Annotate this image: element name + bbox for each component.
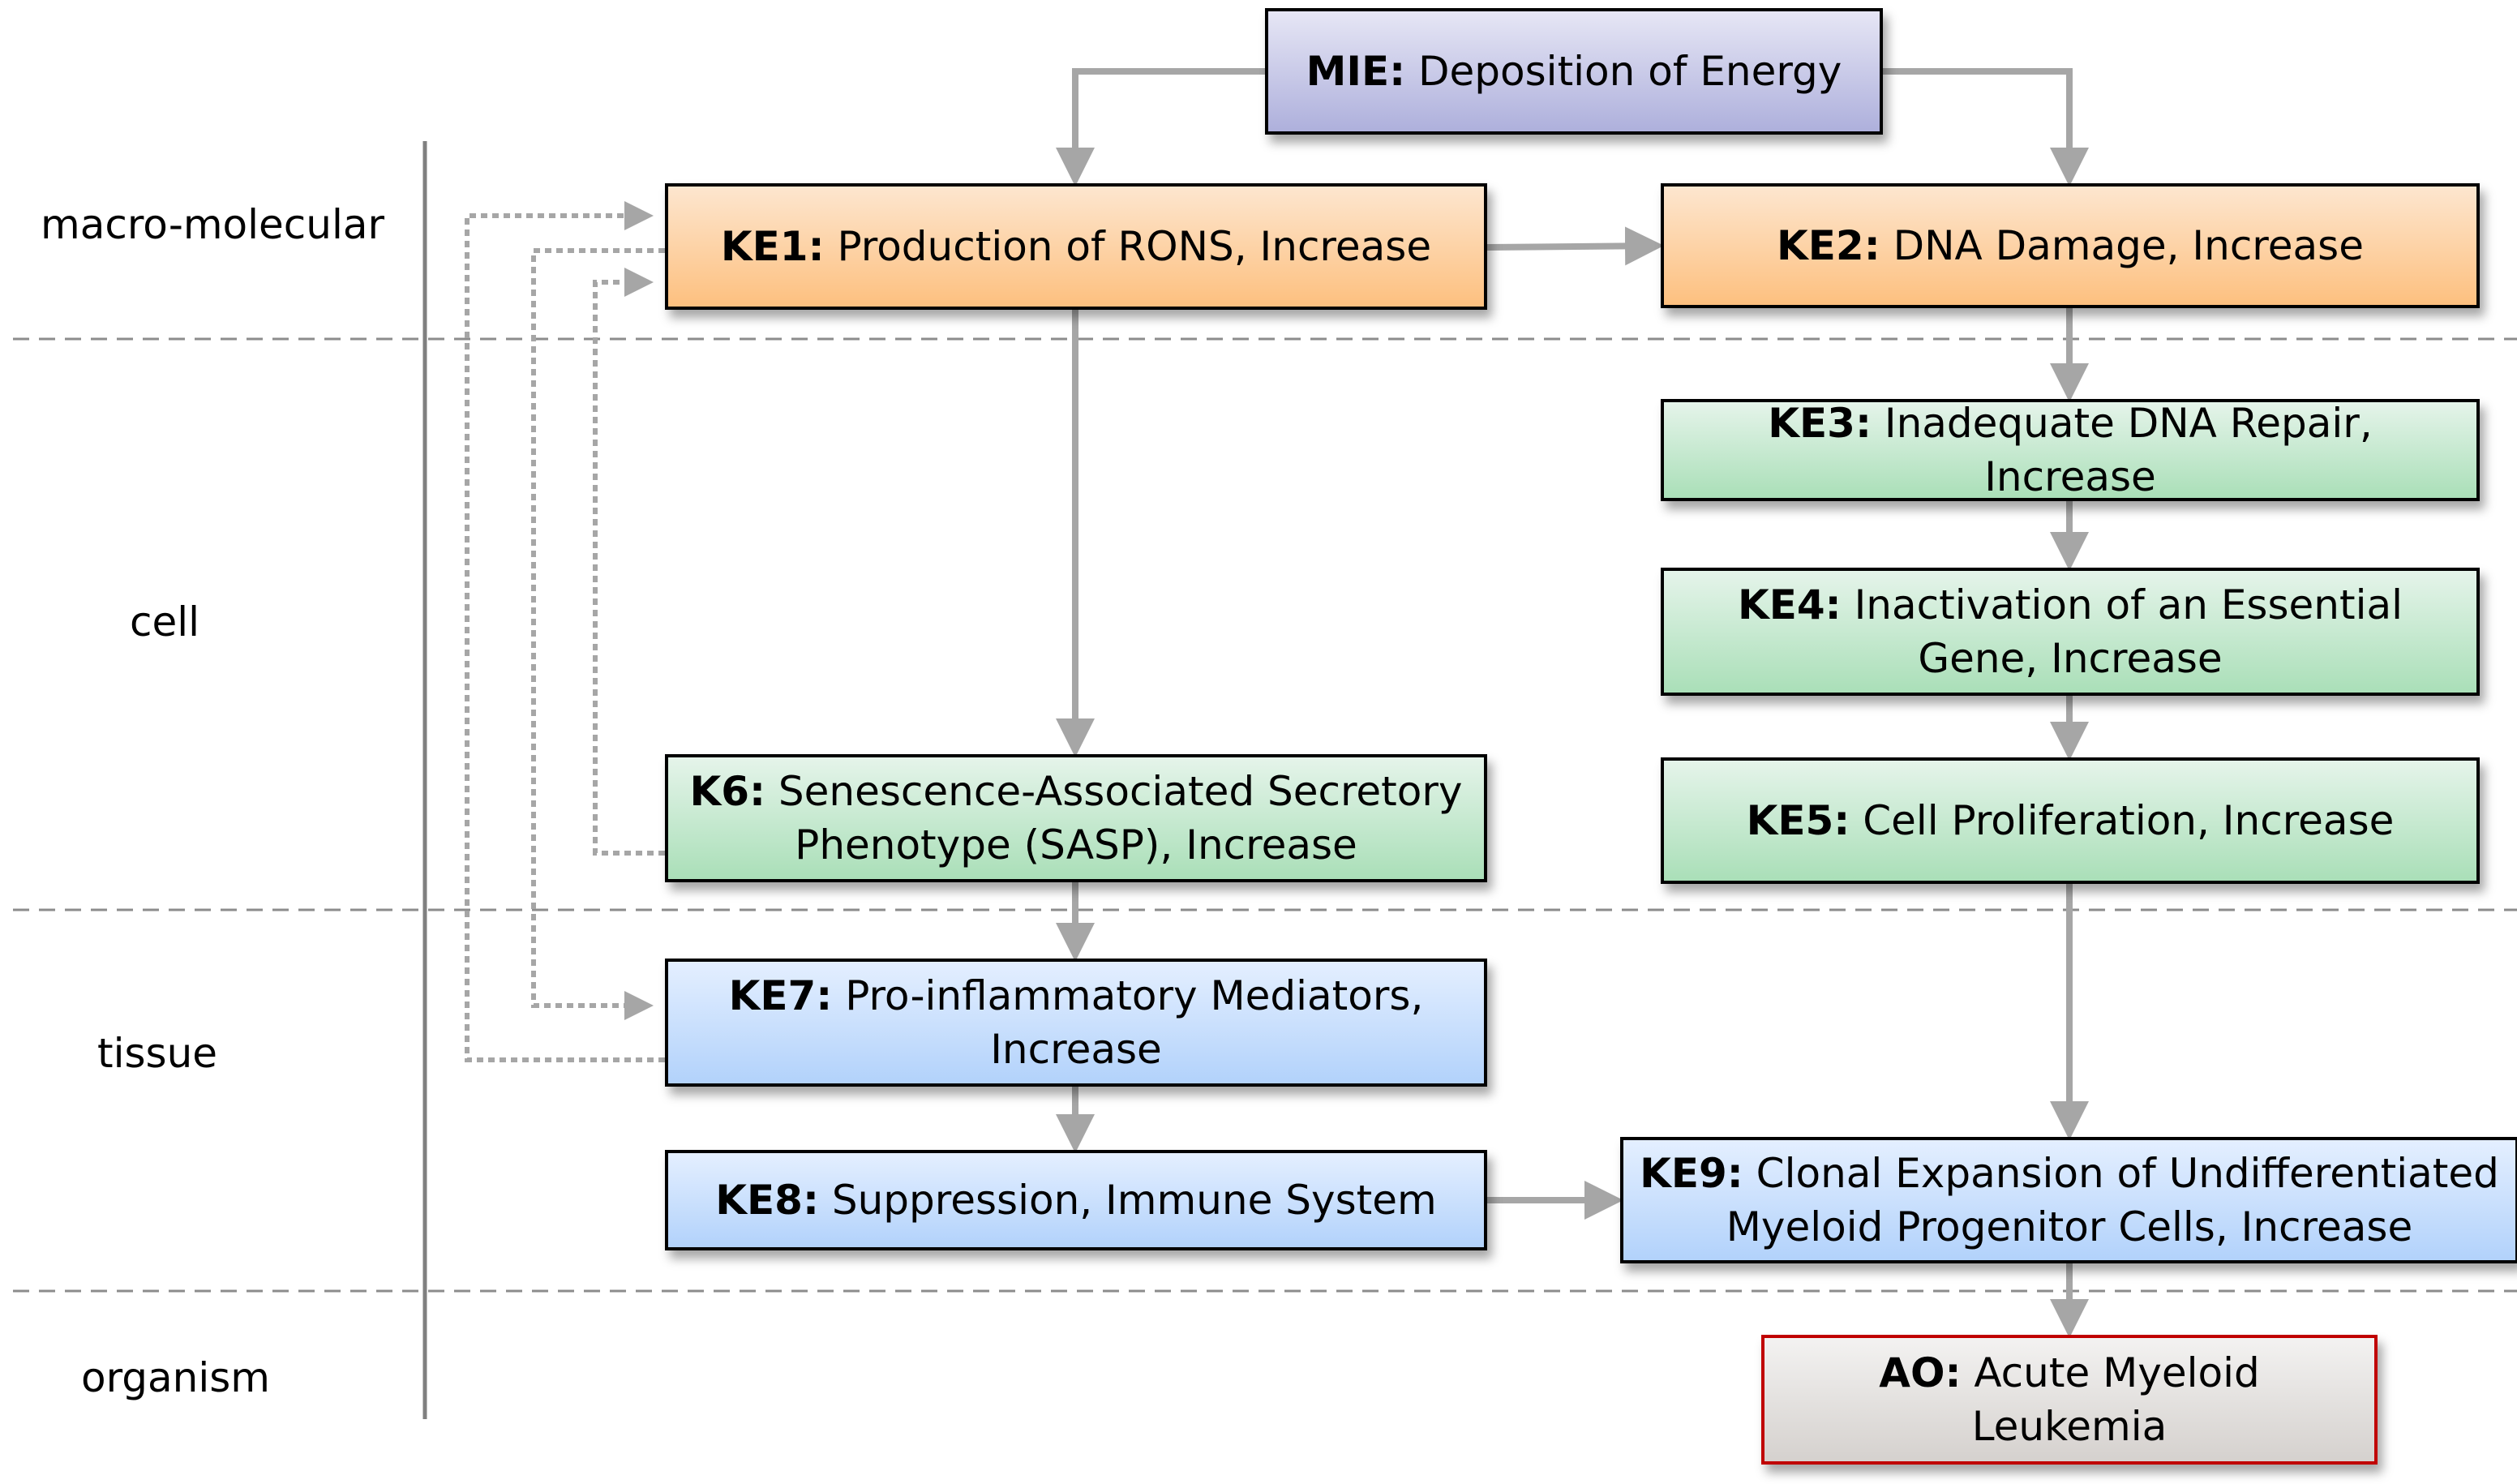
node-ke3[interactable]: KE3: Inadequate DNA Repair, Increase — [1661, 399, 2480, 501]
node-ke1-text: Production of RONS, Increase — [837, 223, 1432, 270]
level-label-tissue: tissue — [97, 1030, 218, 1077]
node-ke7-text: Pro-inflammatory Mediators, Increase — [845, 972, 1424, 1073]
node-ao[interactable]: AO: Acute Myeloid Leukemia — [1761, 1335, 2378, 1465]
edge-ke7-ke1-feedback — [465, 201, 665, 1062]
node-ke2-text: DNA Damage, Increase — [1893, 222, 2364, 269]
node-ke8-text: Suppression, Immune System — [831, 1177, 1437, 1224]
node-ke2-id: KE2: — [1777, 222, 1880, 269]
edge-k6-ke1-feedback — [593, 268, 665, 856]
node-ao-text: Acute Myeloid Leukemia — [1971, 1349, 2260, 1450]
edge-mie-ke1 — [1056, 68, 1265, 187]
node-k6[interactable]: K6: Senescence-Associated Secretory Phen… — [665, 754, 1487, 882]
node-ke3-text: Inadequate DNA Repair, Increase — [1884, 400, 2373, 500]
node-ke1-id: KE1: — [720, 223, 825, 270]
node-ke8-id: KE8: — [715, 1177, 819, 1224]
node-ke4[interactable]: KE4: Inactivation of an Essential Gene, … — [1661, 568, 2480, 696]
node-mie-text: Deposition of Energy — [1418, 48, 1842, 95]
edge-ke1-ke2 — [1486, 226, 1664, 266]
node-ke8[interactable]: KE8: Suppression, Immune System — [665, 1150, 1487, 1250]
node-ke4-id: KE4: — [1737, 581, 1842, 628]
node-ke9-id: KE9: — [1640, 1150, 1743, 1197]
node-k6-id: K6: — [689, 768, 765, 815]
node-ao-id: AO: — [1879, 1349, 1962, 1396]
edge-ke1-ke7-feedback — [531, 248, 665, 1020]
node-ke7-id: KE7: — [728, 972, 833, 1019]
node-mie-id: MIE: — [1306, 48, 1406, 95]
node-ke5[interactable]: KE5: Cell Proliferation, Increase — [1661, 757, 2480, 884]
edge-mie-ke2 — [1883, 68, 2089, 187]
level-label-macro-molecular: macro-molecular — [41, 201, 385, 248]
level-label-cell: cell — [130, 598, 200, 645]
node-ke3-id: KE3: — [1768, 400, 1872, 447]
node-ke4-text: Inactivation of an Essential Gene, Incre… — [1854, 581, 2403, 682]
node-ke1[interactable]: KE1: Production of RONS, Increase — [665, 183, 1487, 310]
level-label-organism: organism — [81, 1354, 270, 1401]
node-k6-text: Senescence-Associated Secretory Phenotyp… — [778, 768, 1463, 869]
node-ke9[interactable]: KE9: Clonal Expansion of Undifferentiate… — [1620, 1137, 2517, 1263]
node-ke2[interactable]: KE2: DNA Damage, Increase — [1661, 183, 2480, 308]
node-mie[interactable]: MIE: Deposition of Energy — [1265, 8, 1883, 135]
node-ke5-text: Cell Proliferation, Increase — [1863, 797, 2395, 844]
node-ke9-text: Clonal Expansion of Undifferentiated Mye… — [1726, 1150, 2499, 1250]
node-ke7[interactable]: KE7: Pro-inflammatory Mediators, Increas… — [665, 959, 1487, 1087]
node-ke5-id: KE5: — [1746, 797, 1850, 844]
